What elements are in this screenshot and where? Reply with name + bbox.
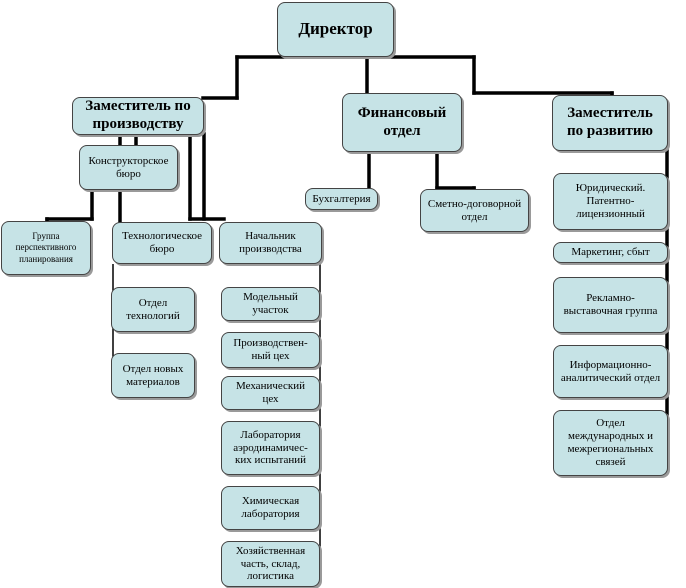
deputy-development-box: Заместитель по развитию xyxy=(552,95,668,151)
household-box: Хозяйственная часть, склад, логистика xyxy=(221,541,320,587)
design-bureau-box: Конструкторское бюро xyxy=(79,145,178,190)
legal-patent-box: Юридический. Патентно-лицензионный xyxy=(553,173,668,230)
production-head-box: Начальник производства xyxy=(219,222,322,264)
accounting-box: Бухгалтерия xyxy=(305,188,378,210)
director-box: Директор xyxy=(277,2,394,57)
estimates-dept-box: Сметно-договорной отдел xyxy=(420,189,529,232)
model-section-box: Модельный участок xyxy=(221,287,320,321)
production-shop-box: Производствен-ный цех xyxy=(221,332,320,368)
deputy-production-box: Заместитель по производству xyxy=(72,97,204,135)
chem-lab-box: Химическая лаборатория xyxy=(221,486,320,530)
tech-department-box: Отдел технологий xyxy=(111,287,195,332)
marketing-box: Маркетинг, сбыт xyxy=(553,242,668,263)
international-box: Отдел международных и межрегиональных св… xyxy=(553,410,668,476)
planning-group-box: Группа перспективного планирования xyxy=(1,221,91,275)
tech-bureau-box: Технологическое бюро xyxy=(112,222,212,264)
aero-lab-box: Лаборатория аэродинамичес-ких испытаний xyxy=(221,421,320,475)
mechanical-shop-box: Механический цех xyxy=(221,376,320,410)
new-materials-box: Отдел новых материалов xyxy=(111,353,195,398)
info-analytics-box: Информационно-аналитический отдел xyxy=(553,345,668,398)
finance-box: Финансовый отдел xyxy=(342,93,462,152)
advertising-box: Рекламно-выставочная группа xyxy=(553,277,668,333)
